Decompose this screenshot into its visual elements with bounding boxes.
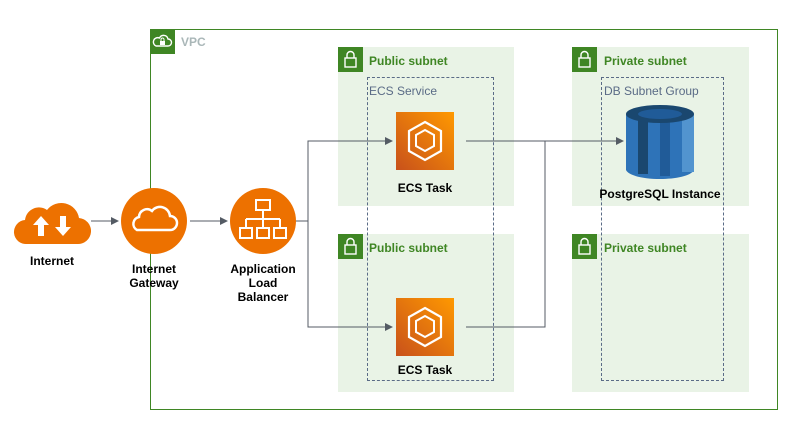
public-subnet-top-label: Public subnet — [369, 54, 448, 68]
db-subnet-group-label: DB Subnet Group — [604, 84, 699, 98]
ecs-task-bottom-label: ECS Task — [397, 363, 453, 377]
ecs-service-label: ECS Service — [369, 84, 438, 98]
vpc-cloud-lock-icon — [150, 29, 175, 54]
lock-icon — [338, 47, 363, 72]
db-subnet-group — [601, 77, 724, 381]
alb-label-line2: Load — [248, 276, 278, 290]
ecs-task-icon — [396, 112, 454, 170]
load-balancer-icon — [229, 187, 297, 255]
database-cylinder-icon — [624, 104, 696, 180]
alb-label-line3: Balancer — [237, 290, 289, 304]
private-subnet-top-label: Private subnet — [604, 54, 687, 68]
vpc-label: VPC — [181, 35, 206, 49]
internet-gateway-cloud-icon — [120, 187, 188, 255]
lock-icon — [572, 47, 597, 72]
public-subnet-bottom-label: Public subnet — [369, 241, 448, 255]
internet-gateway-label: Internet Gateway — [114, 262, 194, 290]
lock-icon — [572, 234, 597, 259]
internet-gateway-label-line2: Gateway — [129, 276, 179, 290]
ecs-task-top-label: ECS Task — [397, 181, 453, 195]
postgres-label: PostgreSQL Instance — [599, 187, 721, 201]
lock-icon — [338, 234, 363, 259]
private-subnet-bottom-label: Private subnet — [604, 241, 687, 255]
ecs-task-icon — [396, 298, 454, 356]
internet-label: Internet — [29, 254, 74, 268]
internet-cloud-upload-download-icon — [13, 196, 92, 246]
internet-gateway-label-line1: Internet — [131, 262, 176, 276]
ecs-service-group — [367, 77, 494, 381]
alb-label: Application Load Balancer — [219, 262, 307, 304]
alb-label-line1: Application — [230, 262, 296, 276]
